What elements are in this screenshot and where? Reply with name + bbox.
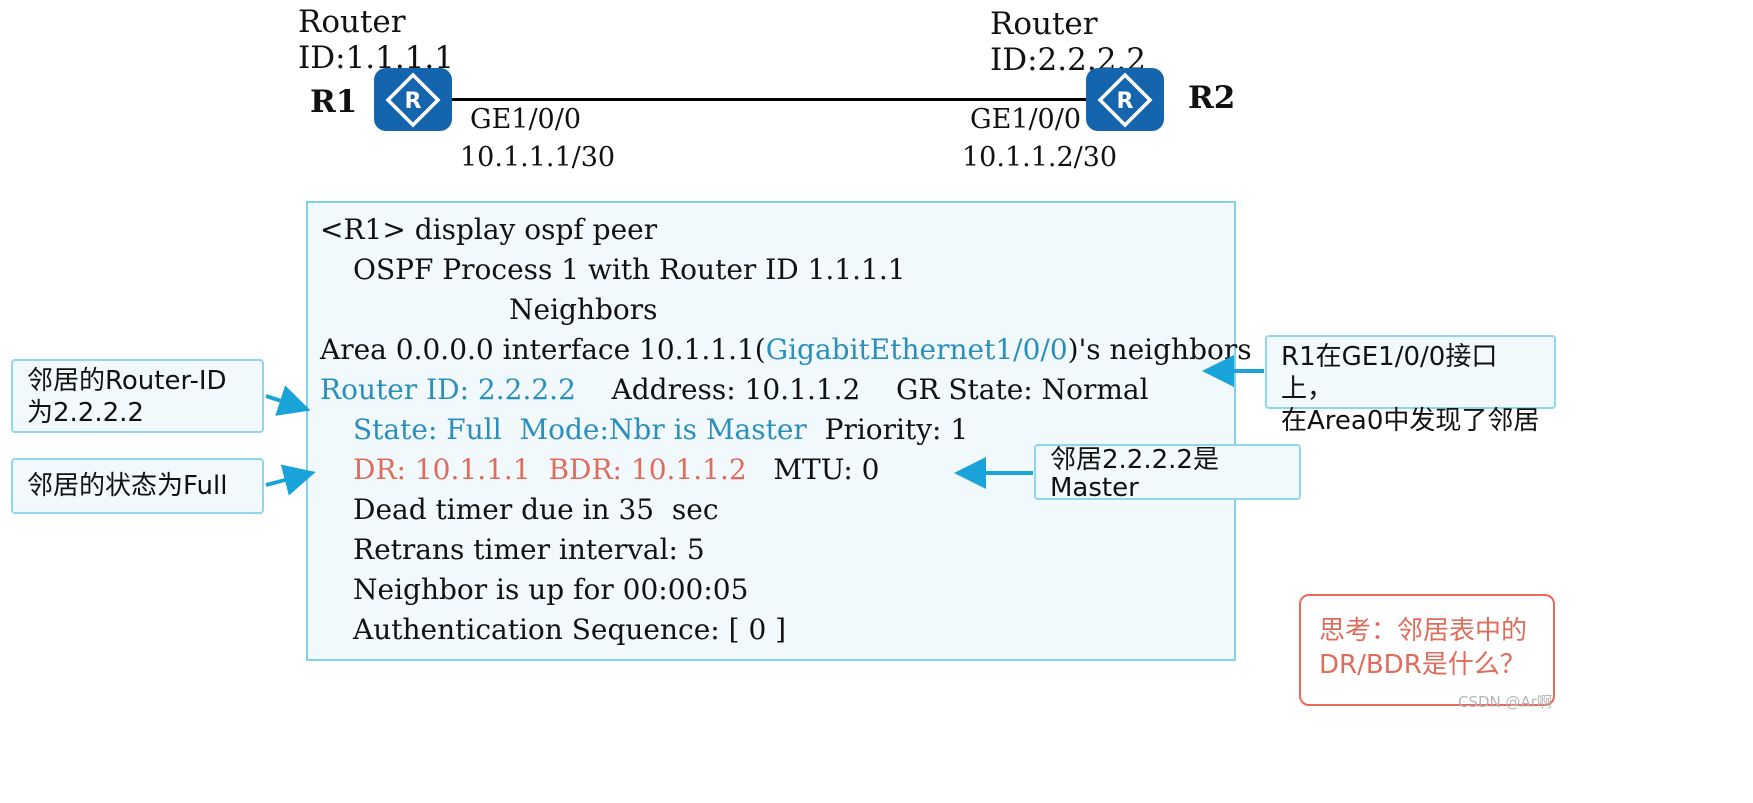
cli-command: <R1> display ospf peer — [320, 213, 658, 246]
router-diamond-icon: R — [1097, 72, 1153, 127]
watermark: CSDN @Ar啊 — [1458, 693, 1552, 711]
cli-dr: DR: 10.1.1.1 — [353, 453, 531, 486]
question-box: 思考：邻居表中的 DR/BDR是什么？ — [1299, 594, 1555, 706]
r2-router-id-line1: Router — [990, 6, 1098, 42]
callout-area-line2: 在Area0中发现了邻居 — [1281, 406, 1540, 436]
cli-area-prefix: Area 0.0.0.0 interface 10.1.1.1( — [320, 333, 766, 366]
r2-name: R2 — [1188, 80, 1236, 116]
cli-router-id-line: Router ID: 2.2.2.2 Address: 10.1.1.2 GR … — [320, 372, 1149, 408]
question-line1: 思考：邻居表中的 — [1319, 616, 1528, 646]
callout-router-id: 邻居的Router-ID 为2.2.2.2 — [11, 359, 264, 433]
r1-ip-label: 10.1.1.1/30 — [460, 142, 616, 173]
cli-gr-state: GR State: Normal — [895, 373, 1149, 406]
cli-mode: Mode:Nbr is Master — [519, 413, 807, 446]
r2-router-icon: R — [1086, 68, 1164, 131]
svg-text:R: R — [1117, 89, 1134, 114]
svg-text:R: R — [405, 89, 422, 114]
cli-dr-line: DR: 10.1.1.1 BDR: 10.1.1.2 MTU: 0 — [353, 452, 879, 488]
cli-address: Address: 10.1.1.2 — [611, 373, 861, 406]
callout-router-id-line1: 邻居的Router-ID — [27, 366, 227, 396]
cli-state: State: Full — [353, 413, 502, 446]
cli-auth-sequence: Authentication Sequence: [ 0 ] — [353, 613, 787, 646]
cli-neighbor-uptime: Neighbor is up for 00:00:05 — [353, 573, 749, 606]
cli-bdr: BDR: 10.1.1.2 — [548, 453, 747, 486]
cli-priority: Priority: 1 — [824, 413, 969, 446]
callout-state: 邻居的状态为Full — [11, 458, 264, 514]
callout-master-line1: 邻居2.2.2.2是 — [1050, 445, 1219, 475]
cli-state-line: State: Full Mode:Nbr is Master Priority:… — [353, 412, 968, 448]
cli-neighbors-heading: Neighbors — [509, 293, 658, 326]
question-line2: DR/BDR是什么？ — [1319, 650, 1526, 680]
r1-router-icon: R — [374, 68, 452, 131]
cli-router-id: Router ID: 2.2.2.2 — [320, 373, 576, 406]
cli-interface-name: GigabitEthernet1/0/0 — [765, 333, 1068, 366]
r2-ip-label: 10.1.1.2/30 — [962, 142, 1118, 173]
r2-router-id-label: Router ID:2.2.2.2 — [990, 6, 1146, 78]
cli-retrans-timer: Retrans timer interval: 5 — [353, 533, 705, 566]
cli-mtu: MTU: 0 — [773, 453, 880, 486]
r1-router-id-label: Router ID:1.1.1.1 — [298, 4, 454, 76]
arrow-router-id — [265, 385, 311, 416]
arrow-state — [265, 464, 316, 496]
r1-router-id-line1: Router — [298, 4, 406, 40]
callout-master-line2: Master — [1050, 473, 1139, 503]
callout-master: 邻居2.2.2.2是 Master — [1034, 444, 1301, 503]
callout-area-line1: R1在GE1/0/0接口上， — [1281, 342, 1498, 404]
r1-interface-label: GE1/0/0 — [470, 104, 582, 135]
cli-dead-timer: Dead timer due in 35 sec — [353, 493, 719, 526]
cli-area-line: Area 0.0.0.0 interface 10.1.1.1(GigabitE… — [320, 332, 1252, 368]
router-diamond-icon: R — [385, 72, 441, 127]
callout-state-text: 邻居的状态为Full — [27, 471, 228, 501]
r1-name: R1 — [310, 84, 358, 120]
link-r1-r2 — [452, 98, 1086, 101]
r2-interface-label: GE1/0/0 — [970, 104, 1082, 135]
callout-router-id-line2: 为2.2.2.2 — [27, 398, 144, 428]
cli-output-box — [306, 201, 1236, 661]
cli-process-line: OSPF Process 1 with Router ID 1.1.1.1 — [353, 253, 906, 286]
callout-area: R1在GE1/0/0接口上， 在Area0中发现了邻居 — [1265, 335, 1556, 436]
